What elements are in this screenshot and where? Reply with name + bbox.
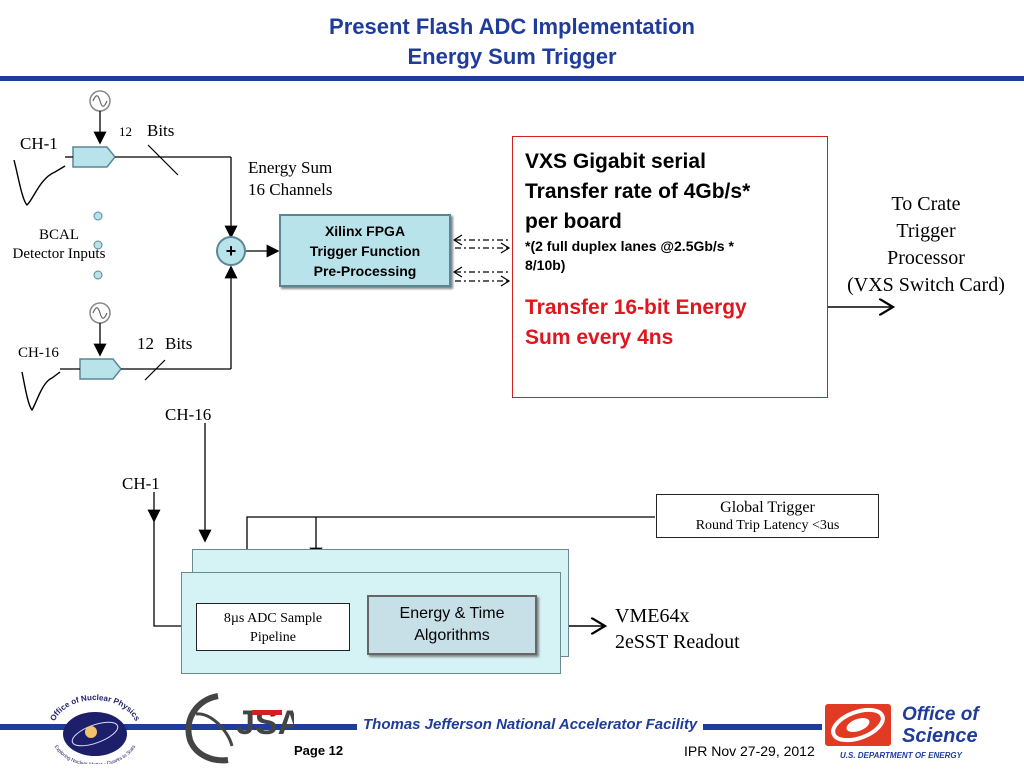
bits-bottom-number: 12 xyxy=(137,334,154,353)
energy-sum-label: Energy Sum 16 Channels xyxy=(248,158,333,199)
adc-pipeline-box: 8µs ADC Sample Pipeline xyxy=(196,603,350,651)
crate-trigger-label: To Crate Trigger Processor (VXS Switch C… xyxy=(847,193,1005,296)
svg-text:U.S. DEPARTMENT OF ENERGY: U.S. DEPARTMENT OF ENERGY xyxy=(840,751,963,760)
ch1-label: CH-1 xyxy=(20,134,58,153)
svg-text:JSA: JSA xyxy=(236,704,294,742)
lower-ch16-label: CH-16 xyxy=(165,405,212,424)
signal-source-bottom-icon xyxy=(89,302,111,357)
date-label: IPR Nov 27-29, 2012 xyxy=(684,743,815,759)
signal-source-top-icon xyxy=(89,90,111,145)
office-of-science-logo: Office of Science U.S. DEPARTMENT OF ENE… xyxy=(822,698,1024,764)
nuclear-physics-logo: Office of Nuclear Physics Exploring Nucl… xyxy=(38,686,152,768)
global-trigger-box: Global Trigger Round Trip Latency <3us xyxy=(656,494,879,538)
adc-bottom-icon xyxy=(79,358,122,380)
page-subtitle: Energy Sum Trigger xyxy=(407,44,617,69)
svg-text:Science: Science xyxy=(902,725,978,747)
bits-bottom-label: Bits xyxy=(165,334,193,353)
vme-readout-label: VME64x 2eSST Readout xyxy=(615,605,740,653)
page-title: Present Flash ADC Implementation xyxy=(329,14,695,39)
title-divider xyxy=(0,76,1024,81)
lower-ch1-label: CH-1 xyxy=(122,474,160,493)
page-number: Page 12 xyxy=(294,743,344,758)
summing-junction: + xyxy=(216,236,246,266)
bits-top-number: 12 xyxy=(119,124,132,139)
fpga-box: Xilinx FPGA Trigger Function Pre-Process… xyxy=(279,214,451,287)
jsa-logo: JSA xyxy=(176,690,302,764)
vxs-box: VXS Gigabit serial Transfer rate of 4Gb/… xyxy=(512,136,828,398)
svg-text:Office of: Office of xyxy=(902,704,980,725)
bits-top-label: Bits xyxy=(147,121,175,140)
lab-name: Thomas Jefferson National Accelerator Fa… xyxy=(357,716,704,733)
bcal-label: BCAL Detector Inputs xyxy=(12,227,106,262)
pulse-bottom-icon xyxy=(21,371,61,412)
adc-top-icon xyxy=(72,146,116,168)
pulse-top-icon xyxy=(13,159,66,206)
ch16-label: CH-16 xyxy=(18,345,59,361)
algorithms-box: Energy & Time Algorithms xyxy=(367,595,537,655)
